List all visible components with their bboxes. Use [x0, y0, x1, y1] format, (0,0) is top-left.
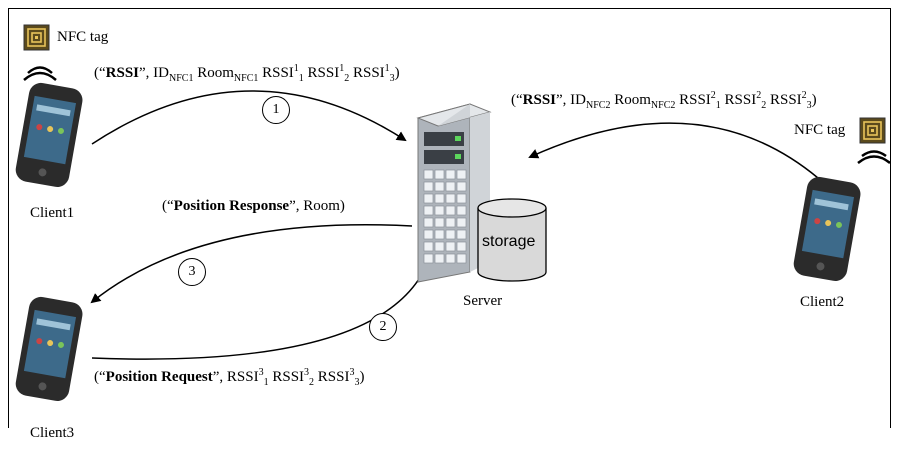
storage-label: storage	[482, 233, 536, 250]
step-3-marker: 3	[178, 258, 206, 286]
diagram-frame	[8, 8, 891, 428]
nfc-tag-icon	[23, 24, 50, 51]
arrow-client1-to-server	[91, 90, 407, 145]
message-position-request: (“Position Request”, RSSI31 RSSI32 RSSI3…	[94, 367, 365, 388]
client2-label: Client2	[800, 294, 845, 310]
nfc-tag-icon	[859, 117, 886, 144]
server-label: Server	[463, 293, 503, 309]
phone-icon	[15, 296, 83, 401]
nfc-signal-icon	[23, 66, 57, 81]
server-icon	[416, 103, 492, 283]
client3-label: Client3	[30, 425, 75, 441]
phone-icon	[793, 176, 861, 281]
phone-icon	[15, 82, 83, 187]
nfc-tag-label-2: NFC tag	[794, 122, 846, 138]
arrow-client2-to-server	[528, 122, 819, 179]
message-client2-rssi: (“RSSI”, IDNFC2 RoomNFC2 RSSI21 RSSI22 R…	[511, 90, 817, 111]
nfc-signal-icon	[857, 150, 891, 164]
message-position-response: (“Position Response”, Room)	[162, 198, 345, 214]
step-2-marker: 2	[369, 313, 397, 341]
message-client1-rssi: (“RSSI”, IDNFC1 RoomNFC1 RSSI11 RSSI12 R…	[94, 63, 400, 84]
arrow-server-to-client3	[90, 224, 413, 304]
nfc-tag-label-1: NFC tag	[57, 29, 109, 45]
storage-cylinder	[477, 198, 547, 282]
arrow-client3-to-server	[91, 248, 435, 360]
client1-label: Client1	[30, 205, 75, 221]
step-1-marker: 1	[262, 96, 290, 124]
